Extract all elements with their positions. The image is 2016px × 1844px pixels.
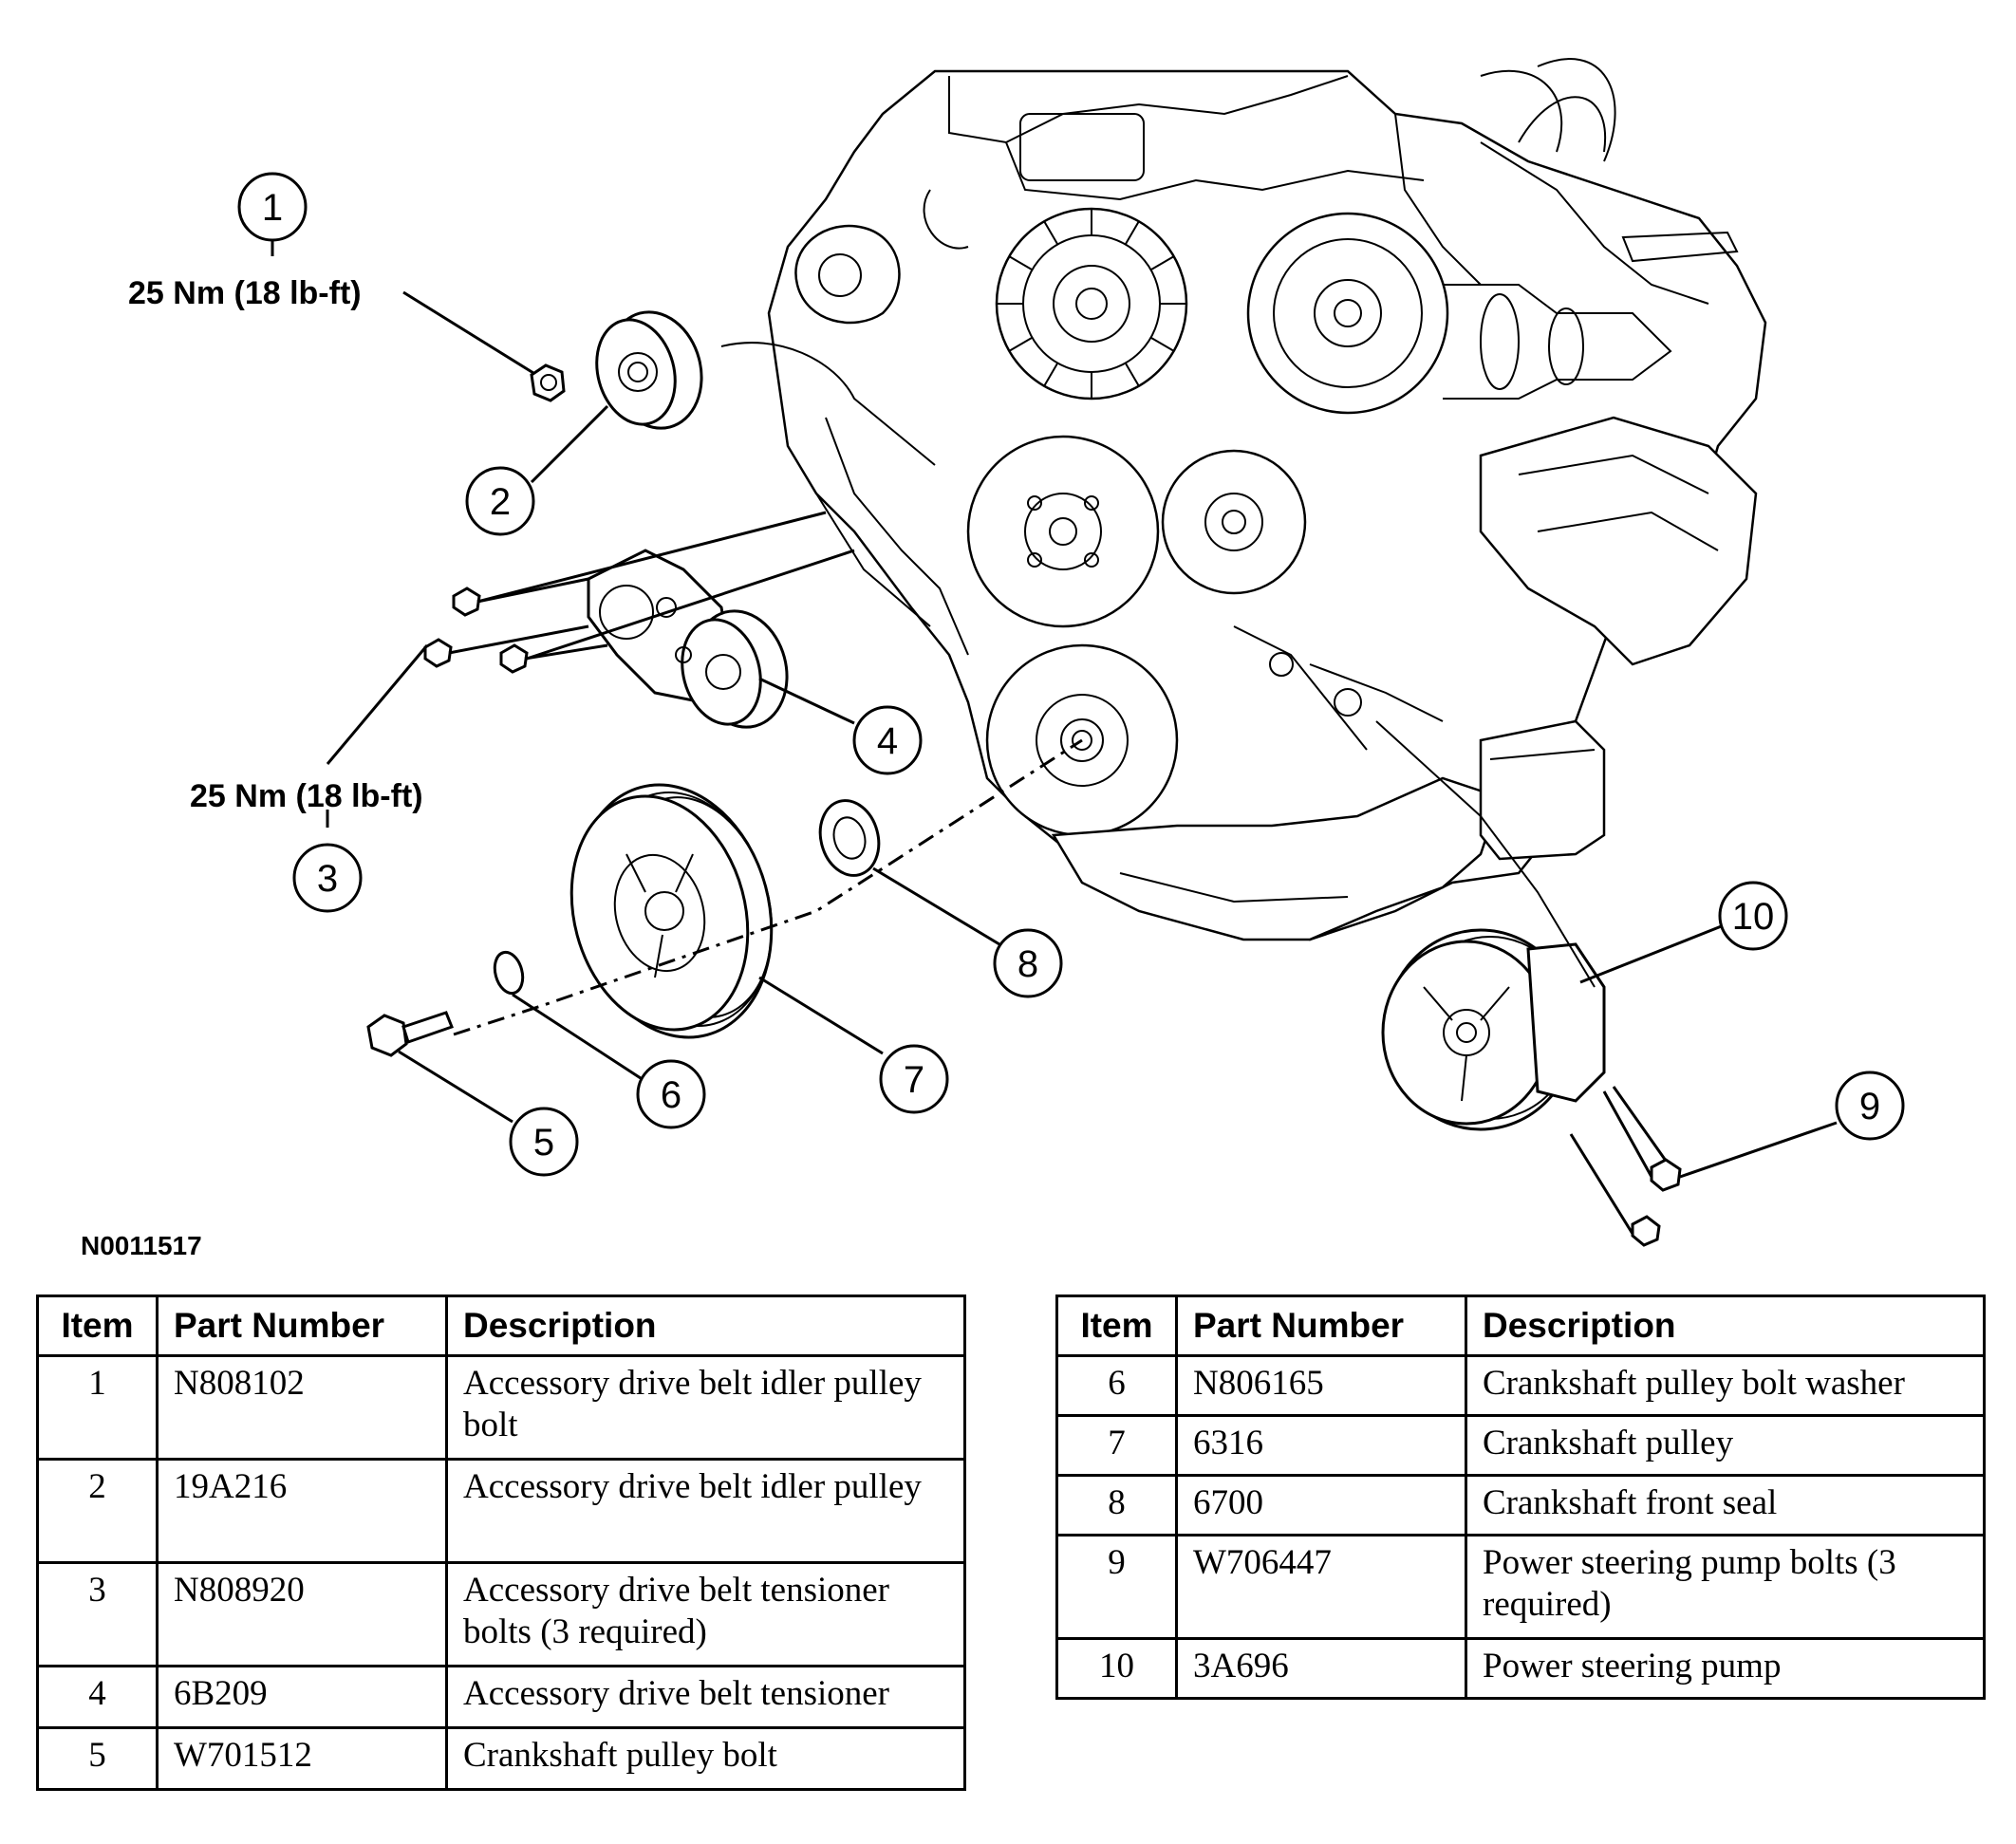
- cell-item: 9: [1055, 1534, 1178, 1640]
- parts-table-right: Item Part Number Description 6 N806165 C…: [1055, 1295, 1986, 1700]
- header-item: Item: [1055, 1295, 1178, 1357]
- callout-3: 3: [292, 843, 363, 913]
- cell-item: 3: [36, 1561, 159, 1667]
- callout-6: 6: [636, 1059, 706, 1129]
- header-description: Description: [1465, 1295, 1986, 1357]
- crankshaft-pulley: [569, 783, 774, 1039]
- svg-text:4: 4: [877, 720, 898, 762]
- power-steering-pump-bolts: [1569, 1086, 1682, 1247]
- belt-tensioner: [587, 549, 789, 729]
- cam-gear-teeth: [997, 209, 1186, 399]
- callout-9: 9: [1835, 1071, 1905, 1141]
- idler-pulley: [595, 310, 703, 430]
- torque-label-item-3: 25 Nm (18 lb-ft): [190, 778, 423, 814]
- cell-description: Accessory drive belt idler pulley bolt: [445, 1354, 966, 1461]
- cell-item: 6: [1055, 1354, 1178, 1417]
- svg-text:5: 5: [533, 1122, 554, 1164]
- cell-part-number: 6700: [1175, 1474, 1467, 1537]
- assembly-centerlines: [453, 342, 1596, 1036]
- cell-description: Crankshaft pulley bolt: [445, 1726, 966, 1791]
- table-header-row: Item Part Number Description: [1055, 1295, 1986, 1357]
- callout-5: 5: [509, 1107, 579, 1177]
- torque-label-item-1: 25 Nm (18 lb-ft): [128, 275, 362, 311]
- header-part-number: Part Number: [1175, 1295, 1467, 1357]
- table-row: 6 N806165 Crankshaft pulley bolt washer: [1055, 1354, 1986, 1417]
- cell-item: 4: [36, 1665, 159, 1729]
- table-row: 7 6316 Crankshaft pulley: [1055, 1414, 1986, 1477]
- cell-description: Crankshaft pulley: [1465, 1414, 1986, 1477]
- table-header-row: Item Part Number Description: [36, 1295, 966, 1357]
- svg-text:10: 10: [1732, 896, 1775, 938]
- cell-item: 7: [1055, 1414, 1178, 1477]
- cell-part-number: N808102: [156, 1354, 448, 1461]
- cell-description: Crankshaft front seal: [1465, 1474, 1986, 1537]
- svg-text:8: 8: [1017, 943, 1038, 985]
- table-row: 4 6B209 Accessory drive belt tensioner: [36, 1665, 966, 1729]
- cell-item: 1: [36, 1354, 159, 1461]
- svg-text:2: 2: [490, 481, 511, 523]
- cell-description: Power steering pump: [1465, 1637, 1986, 1700]
- parts-table-left: Item Part Number Description 1 N808102 A…: [36, 1295, 966, 1791]
- cell-part-number: 6B209: [156, 1665, 448, 1729]
- table-row: 8 6700 Crankshaft front seal: [1055, 1474, 1986, 1537]
- cell-part-number: W701512: [156, 1726, 448, 1791]
- tensioner-bolts: [423, 511, 855, 674]
- cell-part-number: N808920: [156, 1561, 448, 1667]
- callout-2: 2: [465, 466, 535, 536]
- cell-part-number: 3A696: [1175, 1637, 1467, 1700]
- header-part-number: Part Number: [156, 1295, 448, 1357]
- table-row: 10 3A696 Power steering pump: [1055, 1637, 1986, 1700]
- callout-1: 1: [237, 172, 308, 242]
- table-row: 5 W701512 Crankshaft pulley bolt: [36, 1726, 966, 1791]
- cell-description: Accessory drive belt idler pulley: [445, 1458, 966, 1564]
- idler-pulley-bolt: [530, 363, 566, 402]
- header-description: Description: [445, 1295, 966, 1357]
- cell-part-number: N806165: [1175, 1354, 1467, 1417]
- cell-description: Accessory drive belt tensioner: [445, 1665, 966, 1729]
- cell-description: Crankshaft pulley bolt washer: [1465, 1354, 1986, 1417]
- figure-id: N0011517: [81, 1231, 202, 1260]
- header-item: Item: [36, 1295, 159, 1357]
- svg-text:1: 1: [262, 187, 283, 229]
- cell-description: Power steering pump bolts (3 required): [1465, 1534, 1986, 1640]
- svg-text:9: 9: [1859, 1086, 1880, 1127]
- table-row: 1 N808102 Accessory drive belt idler pul…: [36, 1354, 966, 1461]
- svg-text:3: 3: [317, 858, 338, 900]
- engine-block: [767, 58, 1767, 941]
- callout-10: 10: [1718, 881, 1788, 951]
- crankshaft-pulley-bolt: [366, 1011, 454, 1057]
- cell-item: 8: [1055, 1474, 1178, 1537]
- cell-item: 10: [1055, 1637, 1178, 1700]
- table-row: 3 N808920 Accessory drive belt tensioner…: [36, 1561, 966, 1667]
- callout-4: 4: [852, 705, 923, 775]
- cell-item: 5: [36, 1726, 159, 1791]
- cell-part-number: 19A216: [156, 1458, 448, 1564]
- leader-lines: [271, 240, 1838, 1179]
- crankshaft-front-seal: [818, 799, 881, 877]
- cell-description: Accessory drive belt tensioner bolts (3 …: [445, 1561, 966, 1667]
- cell-part-number: W706447: [1175, 1534, 1467, 1640]
- callout-8: 8: [993, 928, 1063, 998]
- callout-7: 7: [879, 1044, 949, 1114]
- cell-item: 2: [36, 1458, 159, 1564]
- svg-text:6: 6: [661, 1074, 681, 1116]
- power-steering-pump: [1381, 928, 1606, 1131]
- crankshaft-pulley-bolt-washer: [493, 950, 525, 996]
- table-row: 9 W706447 Power steering pump bolts (3 r…: [1055, 1534, 1986, 1640]
- svg-text:7: 7: [904, 1059, 924, 1101]
- cell-part-number: 6316: [1175, 1414, 1467, 1477]
- table-row: 2 19A216 Accessory drive belt idler pull…: [36, 1458, 966, 1564]
